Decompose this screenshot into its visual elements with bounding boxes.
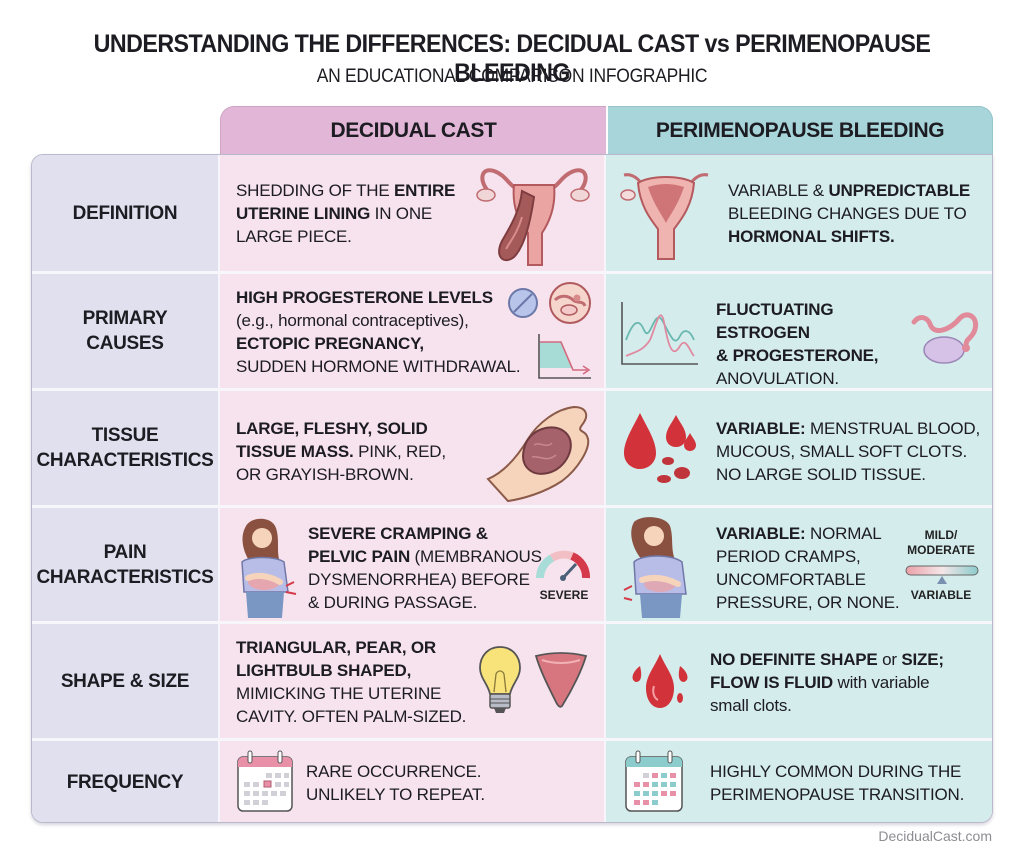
pain-gauge-label: SEVERE bbox=[539, 588, 589, 602]
page-subtitle: AN EDUCATIONAL COMPARISON INFOGRAPHIC bbox=[316, 66, 708, 87]
hand-holding-tissue-icon bbox=[486, 405, 590, 503]
row-label-text: FREQUENCY bbox=[66, 772, 184, 793]
woman-cramping-icon bbox=[241, 518, 297, 618]
cell-text: VARIABLE & UNPREDICTABLE BLEEDING CHANGE… bbox=[728, 181, 971, 246]
table-row-definition: DEFINITION SHEDDING OF THE ENTIRE UTERIN… bbox=[32, 155, 992, 271]
row-label-frequency: FREQUENCY bbox=[32, 738, 220, 822]
cell-decidual-frequency: RARE OCCURRENCE. UNLIKELY TO REPEAT. bbox=[220, 738, 606, 822]
cell-text: VARIABLE: MENSTRUAL BLOOD, MUCOUS, SMALL… bbox=[716, 419, 981, 484]
row-label-text: DEFINITION bbox=[72, 202, 178, 224]
cell-decidual-tissue-characteristics: LARGE, FLESHY, SOLID TISSUE MASS. PINK, … bbox=[220, 388, 606, 505]
table-row-shape-size: SHAPE & SIZE TRIANGULAR, PEAR, OR LIGHTB… bbox=[32, 621, 992, 738]
cell-text: VARIABLE: NORMAL PERIOD CRAMPS, UNCOMFOR… bbox=[716, 524, 900, 612]
cell-decidual-primary-causes: HIGH PROGESTERONE LEVELS (e.g., hormonal… bbox=[220, 271, 606, 388]
table-row-frequency: FREQUENCY RARE OCCURRENCE. UNLIKELY TO R… bbox=[32, 738, 992, 822]
pain-scale-bottom-label: VARIABLE bbox=[910, 588, 972, 602]
cell-decidual-definition: SHEDDING OF THE ENTIRE UTERINE LINING IN… bbox=[220, 155, 606, 271]
row-label-shape-size: SHAPE & SIZE bbox=[32, 621, 220, 738]
column-header-perimenopause-bleeding: PERIMENOPAUSE BLEEDING bbox=[608, 106, 993, 154]
cell-perimenopause-tissue-characteristics: VARIABLE: MENSTRUAL BLOOD, MUCOUS, SMALL… bbox=[606, 388, 992, 505]
hormone-drop-chart-icon bbox=[538, 334, 591, 379]
cell-text: TRIANGULAR, PEAR, OR LIGHTBULB SHAPED, M… bbox=[236, 638, 467, 726]
cell-perimenopause-primary-causes: FLUCTUATING ESTROGEN & PROGESTERONE, ANO… bbox=[606, 271, 992, 388]
cell-decidual-shape-size: TRIANGULAR, PEAR, OR LIGHTBULB SHAPED, M… bbox=[220, 621, 606, 738]
woman-cramping-icon bbox=[623, 517, 687, 618]
cell-perimenopause-shape-size: NO DEFINITE SHAPE or SIZE; FLOW IS FLUID… bbox=[606, 621, 992, 738]
pain-scale-icon bbox=[905, 565, 979, 584]
watermark: DecidualCast.com bbox=[878, 828, 992, 844]
blood-drops-clots-icon bbox=[624, 413, 696, 483]
comparison-table: DEFINITION SHEDDING OF THE ENTIRE UTERIN… bbox=[31, 154, 993, 823]
column-header-decidual-cast: DECIDUAL CAST bbox=[220, 106, 606, 154]
cell-text: HIGH PROGESTERONE LEVELS (e.g., hormonal… bbox=[236, 288, 521, 376]
uterus-shedding-icon bbox=[476, 168, 590, 266]
cell-text: LARGE, FLESHY, SOLID TISSUE MASS. PINK, … bbox=[236, 419, 446, 484]
inverted-triangle-icon bbox=[534, 652, 588, 708]
lightbulb-icon bbox=[479, 646, 521, 713]
calendar-many-days-icon bbox=[625, 750, 683, 812]
uterus-icon bbox=[620, 173, 709, 260]
pain-gauge-icon bbox=[536, 550, 590, 581]
calendar-single-day-icon bbox=[237, 750, 293, 812]
cell-text: RARE OCCURRENCE. UNLIKELY TO REPEAT. bbox=[306, 762, 485, 804]
page-title: UNDERSTANDING THE DIFFERENCES: DECIDUAL … bbox=[93, 30, 931, 87]
cell-decidual-pain-characteristics: SEVERE CRAMPING & PELVIC PAIN (MEMBRANOU… bbox=[220, 505, 606, 621]
hormone-fluctuation-chart-icon bbox=[621, 302, 698, 365]
cell-text: HIGHLY COMMON DURING THE PERIMENOPAUSE T… bbox=[710, 762, 965, 804]
cell-text: FLUCTUATING ESTROGEN & PROGESTERONE, ANO… bbox=[716, 300, 879, 388]
ovary-icon bbox=[911, 312, 978, 364]
cell-text: SEVERE CRAMPING & PELVIC PAIN (MEMBRANOU… bbox=[308, 524, 542, 612]
cell-text: NO DEFINITE SHAPE or SIZE; FLOW IS FLUID… bbox=[710, 650, 944, 715]
cell-perimenopause-pain-characteristics: VARIABLE: NORMAL PERIOD CRAMPS, UNCOMFOR… bbox=[606, 505, 992, 621]
row-label-text: SHAPE & SIZE bbox=[60, 670, 190, 692]
cell-text: SHEDDING OF THE ENTIRE UTERINE LINING IN… bbox=[236, 181, 456, 246]
pain-scale-top-label: MILD/MODERATE bbox=[907, 528, 975, 557]
cell-perimenopause-frequency: HIGHLY COMMON DURING THE PERIMENOPAUSE T… bbox=[606, 738, 992, 822]
blood-drop-splash-icon bbox=[632, 654, 688, 708]
row-label-definition: DEFINITION bbox=[32, 155, 220, 271]
pill-icon bbox=[508, 288, 538, 318]
cell-perimenopause-definition: VARIABLE & UNPREDICTABLE BLEEDING CHANGE… bbox=[606, 155, 992, 271]
ectopic-pregnancy-icon bbox=[549, 282, 591, 324]
